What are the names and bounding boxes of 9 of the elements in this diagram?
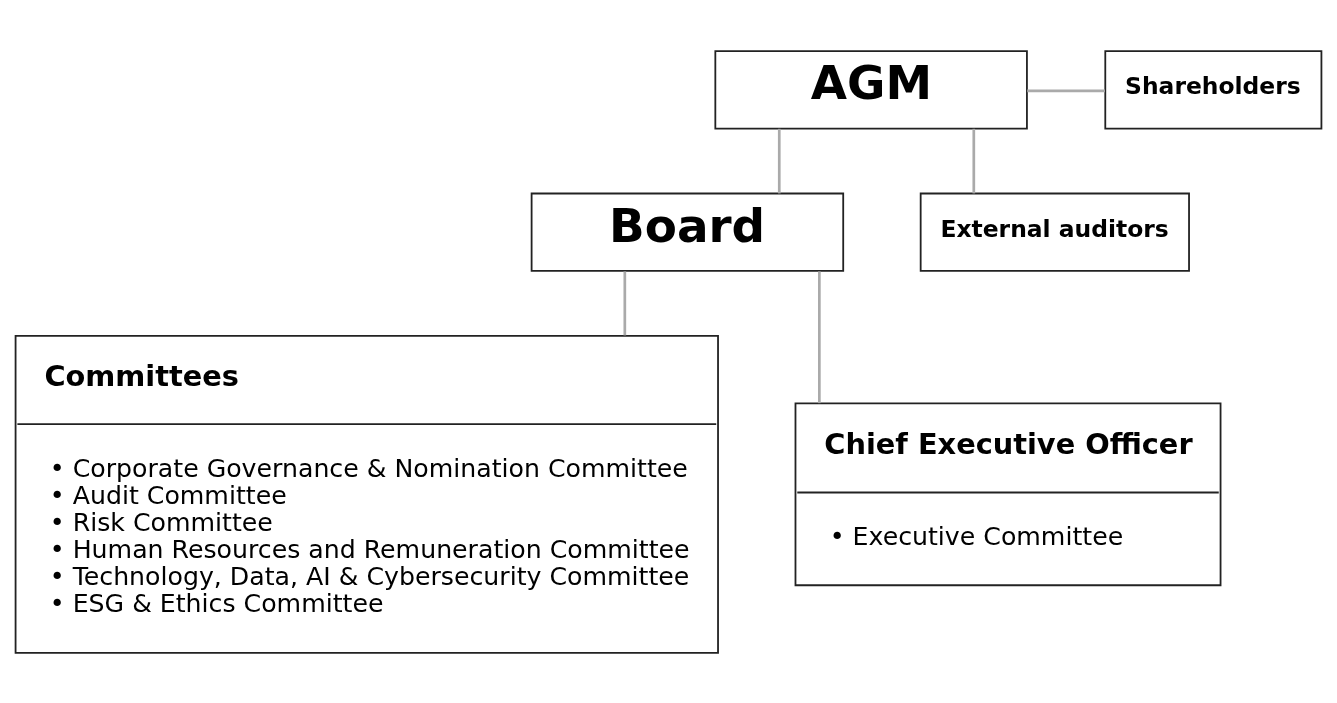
connector — [777, 128, 781, 193]
node-box: Board — [530, 192, 845, 272]
node-box: AGM — [714, 49, 1028, 130]
connector — [818, 270, 821, 403]
connector — [972, 128, 976, 193]
connector — [1027, 89, 1105, 92]
node-box: External auditors — [919, 192, 1190, 272]
node-box: Shareholders — [1104, 49, 1323, 130]
connector — [623, 270, 627, 335]
